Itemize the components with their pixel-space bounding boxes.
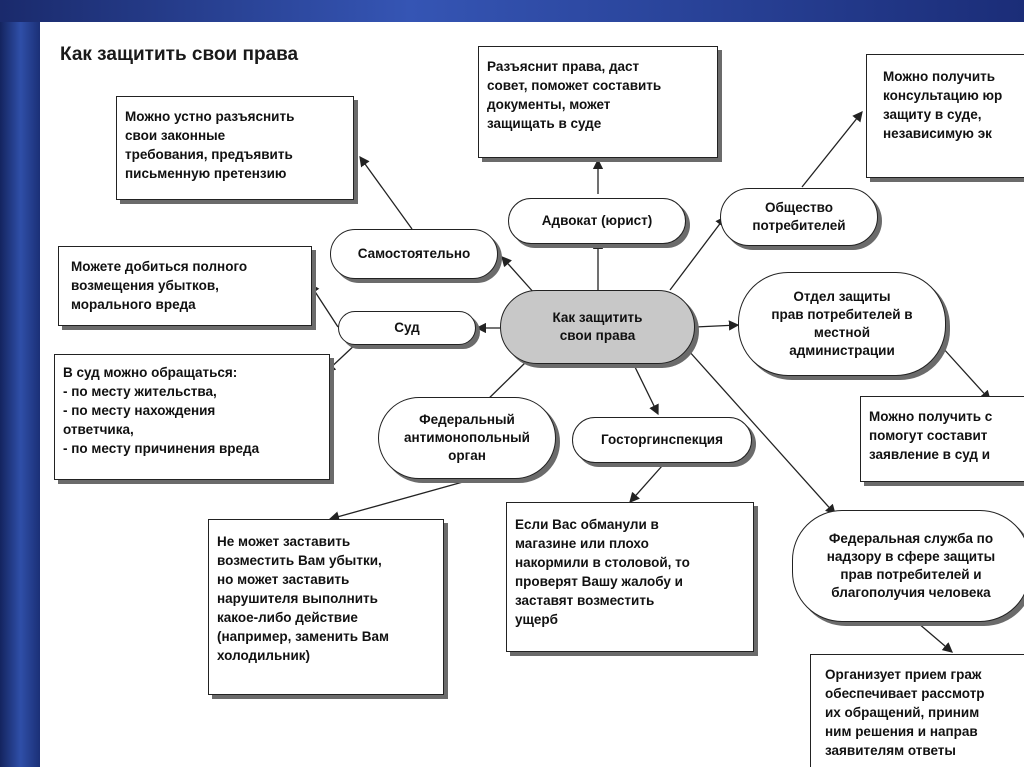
connector-lines [309,110,991,653]
center-node: Как защитить свои права [500,290,695,364]
box-sud-2: В суд можно обращаться: - по месту жител… [54,354,330,480]
edge-fas-box [328,479,471,522]
node-otdel: Отдел защиты прав потребителей в местной… [738,272,946,376]
box-fas: Не может заставить возместить Вам убытки… [208,519,444,695]
edge-samost-box [359,155,413,230]
box-advokat: Разъяснит права, даст совет, поможет сос… [478,46,718,158]
edge-rospotreb-box [917,622,953,653]
edge-center-obshchestvo [669,215,726,291]
box-rospotreb: Организует прием граж обеспечивает рассм… [810,654,1024,767]
edge-center-rospotreb [687,349,836,515]
edge-otdel-box [941,346,991,401]
box-samostoyatelno: Можно устно разъяснить свои законные тре… [116,96,354,200]
edge-sud-box1 [309,282,339,328]
edge-sud-box2 [325,341,359,373]
slide: Как защитить свои права Как защитить сво… [40,22,1024,767]
edge-center-samostoyatelno [501,256,536,295]
node-samostoyatelno: Самостоятельно [330,229,498,279]
page-title: Как защитить свои права [60,44,299,65]
node-rospotreb: Федеральная служба по надзору в сфере за… [792,510,1024,622]
node-advokat: Адвокат (юрист) [508,198,686,244]
box-gostorg: Если Вас обманули в магазине или плохо н… [506,502,754,652]
node-sud: Суд [338,311,476,345]
node-obshchestvo: Общество потребителей [720,188,878,246]
edge-obshch-box [801,110,863,188]
top-band [0,0,1024,22]
edge-gostorg-box [629,465,663,503]
box-otdel: Можно получить с помогут составит заявле… [860,396,1024,482]
node-fas: Федеральный антимонопольный орган [378,397,556,479]
edge-center-gostorg [634,366,659,416]
box-obshchestvo: Можно получить консультацию юр защиту в … [866,54,1024,178]
edge-center-otdel [694,320,740,331]
node-gostorg: Госторгинспекция [572,417,752,463]
box-sud-1: Можете добиться полного возмещения убытк… [58,246,312,326]
